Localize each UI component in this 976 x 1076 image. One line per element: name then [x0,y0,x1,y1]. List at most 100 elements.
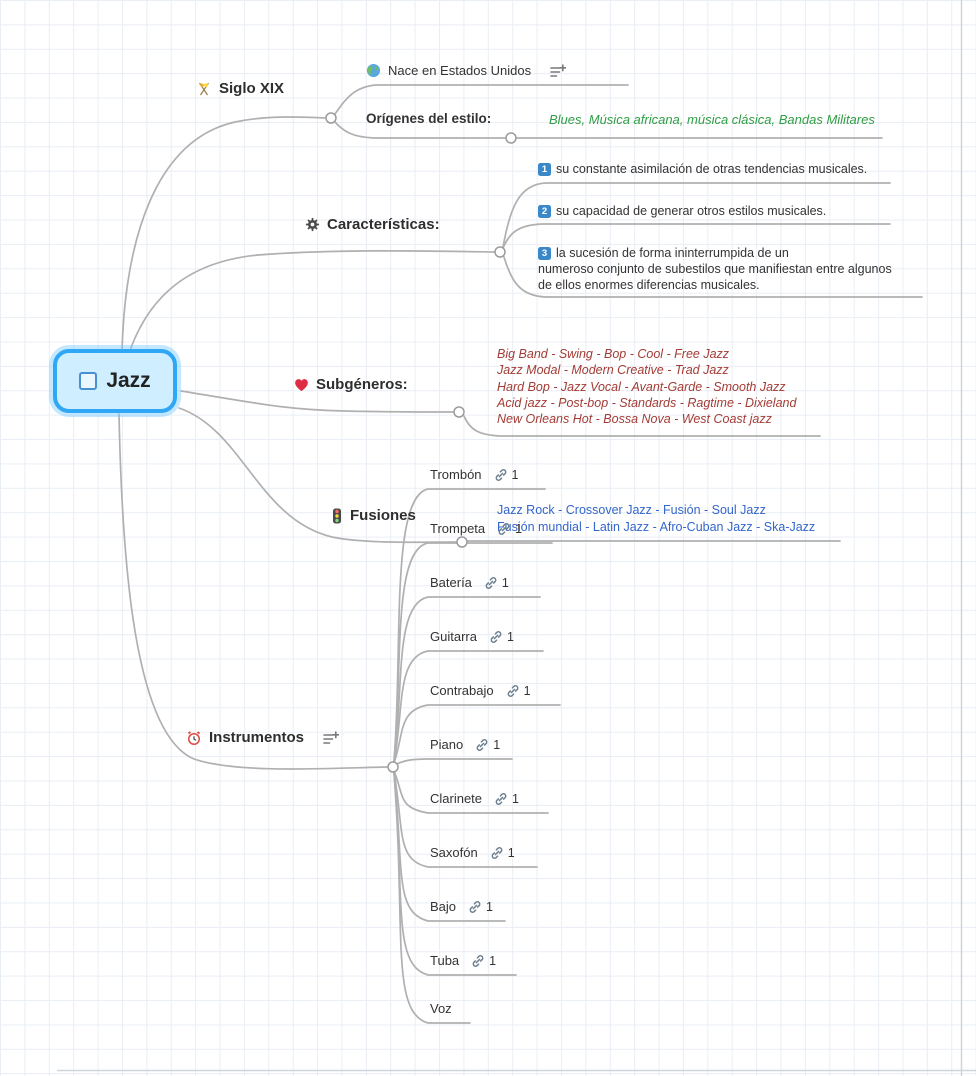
edge-root-instrumentos [118,413,388,770]
node-fusiones-list[interactable]: Jazz Rock - Crossover Jazz - Fusión - So… [497,502,815,535]
edge-root-siglo [121,116,327,353]
fusion-line: Fusión mundial - Latin Jazz - Afro-Cuban… [497,519,816,534]
node-caracteristica-2[interactable]: 2 su capacidad de generar otros estilos m… [538,203,826,219]
node-instrument-trompeta[interactable]: Trompeta 1 [430,521,522,536]
connector-caracteristicas[interactable] [494,246,506,258]
connector-origenes[interactable] [505,132,517,144]
node-subgeneros-list[interactable]: Big Band - Swing - Bop - Cool - Free Jaz… [497,346,796,427]
node-label: Subgéneros: [316,376,408,393]
link-count: 1 [512,791,519,806]
alarm-clock-icon [187,730,201,745]
edge-root-caracteristicas [123,250,495,371]
node-label: Batería [430,575,472,590]
digit-one-badge-icon: 1 [538,163,551,176]
node-label: Guitarra [430,629,477,644]
edge-root-subgeneros [180,390,454,413]
edge-instr-guitarra [393,650,544,763]
edge-instr-piano [393,758,513,766]
subgenre-line: Acid jazz - Post-bop - Standards - Ragti… [497,395,797,410]
node-instrumentos[interactable]: Instrumentos [186,729,340,746]
node-label: su capacidad de generar otros estilos mu… [556,204,827,218]
link-badge[interactable]: 1 [497,522,522,536]
link-badge[interactable]: 1 [506,684,531,698]
link-count: 1 [523,683,531,698]
link-badge[interactable]: 1 [484,576,509,590]
node-siglo-xix[interactable]: Siglo XIX [196,80,284,97]
node-instrument-contrabajo[interactable]: Contrabajo 1 [430,683,531,698]
node-label: Blues, Música africana, música clásica, … [549,112,875,127]
link-count: 1 [511,467,519,482]
node-origenes-label[interactable]: Orígenes del estilo: [366,111,491,126]
link-badge[interactable]: 1 [471,954,496,968]
node-instrument-trombon[interactable]: Trombón 1 [430,467,519,482]
link-badge[interactable]: 1 [494,792,519,806]
node-fusiones[interactable]: Fusiones [331,507,416,524]
link-icon [498,522,510,535]
link-icon [485,576,497,589]
globe-americas-icon [366,63,381,78]
notes-icon[interactable] [550,63,567,78]
link-icon [476,738,488,751]
node-instrument-guitarra[interactable]: Guitarra 1 [430,629,514,644]
connector-fusiones[interactable] [456,536,468,548]
node-origenes-value[interactable]: Blues, Música africana, música clásica, … [549,112,875,127]
node-subgeneros[interactable]: Subgéneros: [294,376,408,393]
root-node-jazz[interactable]: Jazz [53,349,177,413]
node-label: Trompeta [430,521,486,536]
link-badge[interactable]: 1 [490,846,515,860]
node-label: Características: [327,216,440,233]
node-label: Nace en Estados Unidos [388,63,532,78]
edge-siglo-origenes [334,121,506,139]
edge-instr-saxofon [393,771,538,868]
node-instrument-clarinete[interactable]: Clarinete 1 [430,791,519,806]
edge-caracteristicas-item1 [502,182,891,248]
subgenre-line: Hard Bop - Jazz Vocal - Avant-Garde - Sm… [497,379,786,394]
link-icon [491,846,503,859]
digit-two-badge-icon: 2 [538,205,551,218]
edge-instr-bateria [393,596,541,762]
node-label: Siglo XIX [219,80,285,97]
node-nace-estados-unidos[interactable]: Nace en Estados Unidos [366,63,567,78]
node-instrument-bajo[interactable]: Bajo 1 [430,899,493,914]
edge-root-fusiones [178,407,457,544]
node-instrument-piano[interactable]: Piano 1 [430,737,500,752]
crossed-flags-icon [199,82,209,95]
node-label: Saxofón [430,845,478,860]
link-count: 1 [486,899,493,914]
edge-caracteristicas-item2 [502,223,891,249]
node-instrument-tuba[interactable]: Tuba 1 [430,953,496,968]
node-caracteristicas[interactable]: Características: [305,216,440,233]
node-label: Instrumentos [209,729,305,746]
edge-instr-voz [393,772,471,1024]
node-label: Bajo [430,899,457,914]
link-icon [507,684,518,697]
edge-subgeneros-text [463,415,821,437]
traffic-light-icon [333,508,341,523]
link-badge[interactable]: 1 [468,900,493,914]
connector-instrumentos[interactable] [387,761,399,773]
node-instrument-voz[interactable]: Voz [430,1001,452,1016]
connector-subgeneros[interactable] [453,406,465,418]
root-node-label: Jazz [106,369,151,392]
link-count: 1 [489,953,497,968]
red-heart-icon [295,378,308,391]
link-count: 1 [507,845,515,860]
notes-icon[interactable] [323,730,340,745]
node-instrument-saxofon[interactable]: Saxofón 1 [430,845,515,860]
connector-siglo[interactable] [325,112,337,124]
link-badge[interactable]: 1 [494,468,519,482]
edge-caracteristicas-item3 [503,256,923,298]
checkbox-icon[interactable] [79,372,98,390]
gear-icon [305,217,320,232]
node-instrument-bateria[interactable]: Batería 1 [430,575,509,590]
link-badge[interactable]: 1 [489,630,514,644]
node-label: Piano [430,737,464,752]
subgenre-line: Jazz Modal - Modern Creative - Trad Jazz [497,363,729,378]
node-label: Trombón [430,467,482,482]
link-badge[interactable]: 1 [475,738,500,752]
subgenre-line: New Orleans Hot - Bossa Nova - West Coas… [497,412,772,427]
